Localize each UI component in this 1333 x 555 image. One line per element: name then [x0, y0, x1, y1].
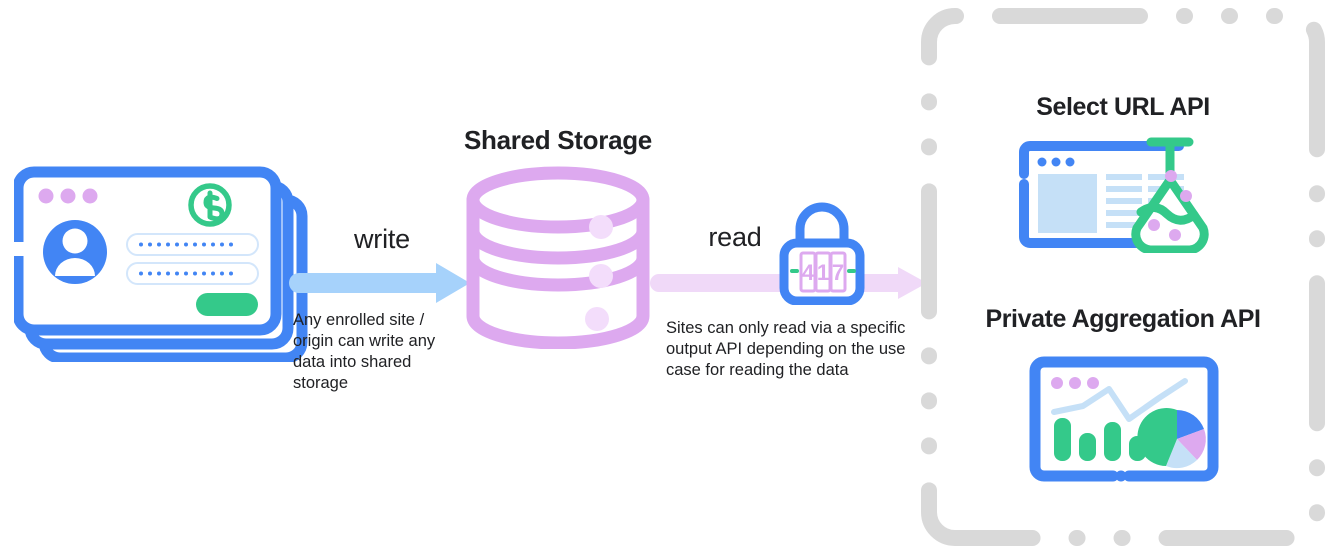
- storage-dot-1: [589, 215, 613, 239]
- page-title: Shared Storage: [464, 125, 652, 155]
- read-caption: Sites can only read via a specific outpu…: [666, 319, 906, 379]
- bar-chart: [1054, 418, 1146, 461]
- browser-window-charts-icon: [1029, 356, 1219, 484]
- password-field-2[interactable]: [126, 262, 259, 285]
- write-label: write: [353, 224, 410, 254]
- storage-dot-2: [589, 264, 613, 288]
- window-dot-1: [38, 188, 54, 204]
- select-url-api-title: Select URL API: [1036, 93, 1210, 121]
- card-edge-notch: [12, 242, 24, 256]
- window-dot-2: [1069, 377, 1081, 389]
- combination-lock-icon: 4 1 7: [778, 201, 866, 306]
- pie-chart: [1137, 408, 1206, 469]
- private-aggregation-api-title: Private Aggregation API: [985, 305, 1261, 333]
- window-dot-1: [1037, 157, 1047, 167]
- flask-icon: [1131, 137, 1209, 255]
- storage-dot-3: [585, 307, 609, 331]
- window-dot-3: [1087, 377, 1099, 389]
- login-card-stack: [12, 166, 310, 364]
- window-dot-3: [82, 188, 98, 204]
- output-apis-panel: Select URL API: [921, 8, 1325, 546]
- window-dot-2: [60, 188, 76, 204]
- window-dot-1: [1051, 377, 1063, 389]
- login-card-stack-svg: [12, 166, 308, 364]
- lock-dash-right: [847, 269, 856, 273]
- panel-dashed-border: [921, 8, 1325, 546]
- svg-text:4: 4: [802, 260, 815, 285]
- svg-text:1: 1: [817, 260, 829, 285]
- content-block: [1038, 174, 1097, 233]
- user-avatar-icon: [43, 220, 107, 284]
- database-cylinder-icon: [466, 166, 650, 350]
- window-dot-2: [1051, 157, 1061, 167]
- dollar-circle-icon: [188, 183, 232, 227]
- window-dot-3: [1065, 157, 1075, 167]
- lock-dash-left: [790, 269, 799, 273]
- browser-window-flask-icon: [1014, 136, 1233, 255]
- svg-text:7: 7: [832, 260, 844, 285]
- password-field-1[interactable]: [126, 233, 259, 256]
- write-caption: Any enrolled site / origin can write any…: [293, 311, 436, 392]
- lock-dial-wheels: 4 1 7: [799, 251, 847, 293]
- line-chart: [1051, 378, 1188, 422]
- read-label: read: [708, 222, 762, 252]
- frame-dot: [1115, 470, 1127, 482]
- write-arrow-icon: [288, 262, 474, 304]
- submit-button[interactable]: [196, 293, 258, 316]
